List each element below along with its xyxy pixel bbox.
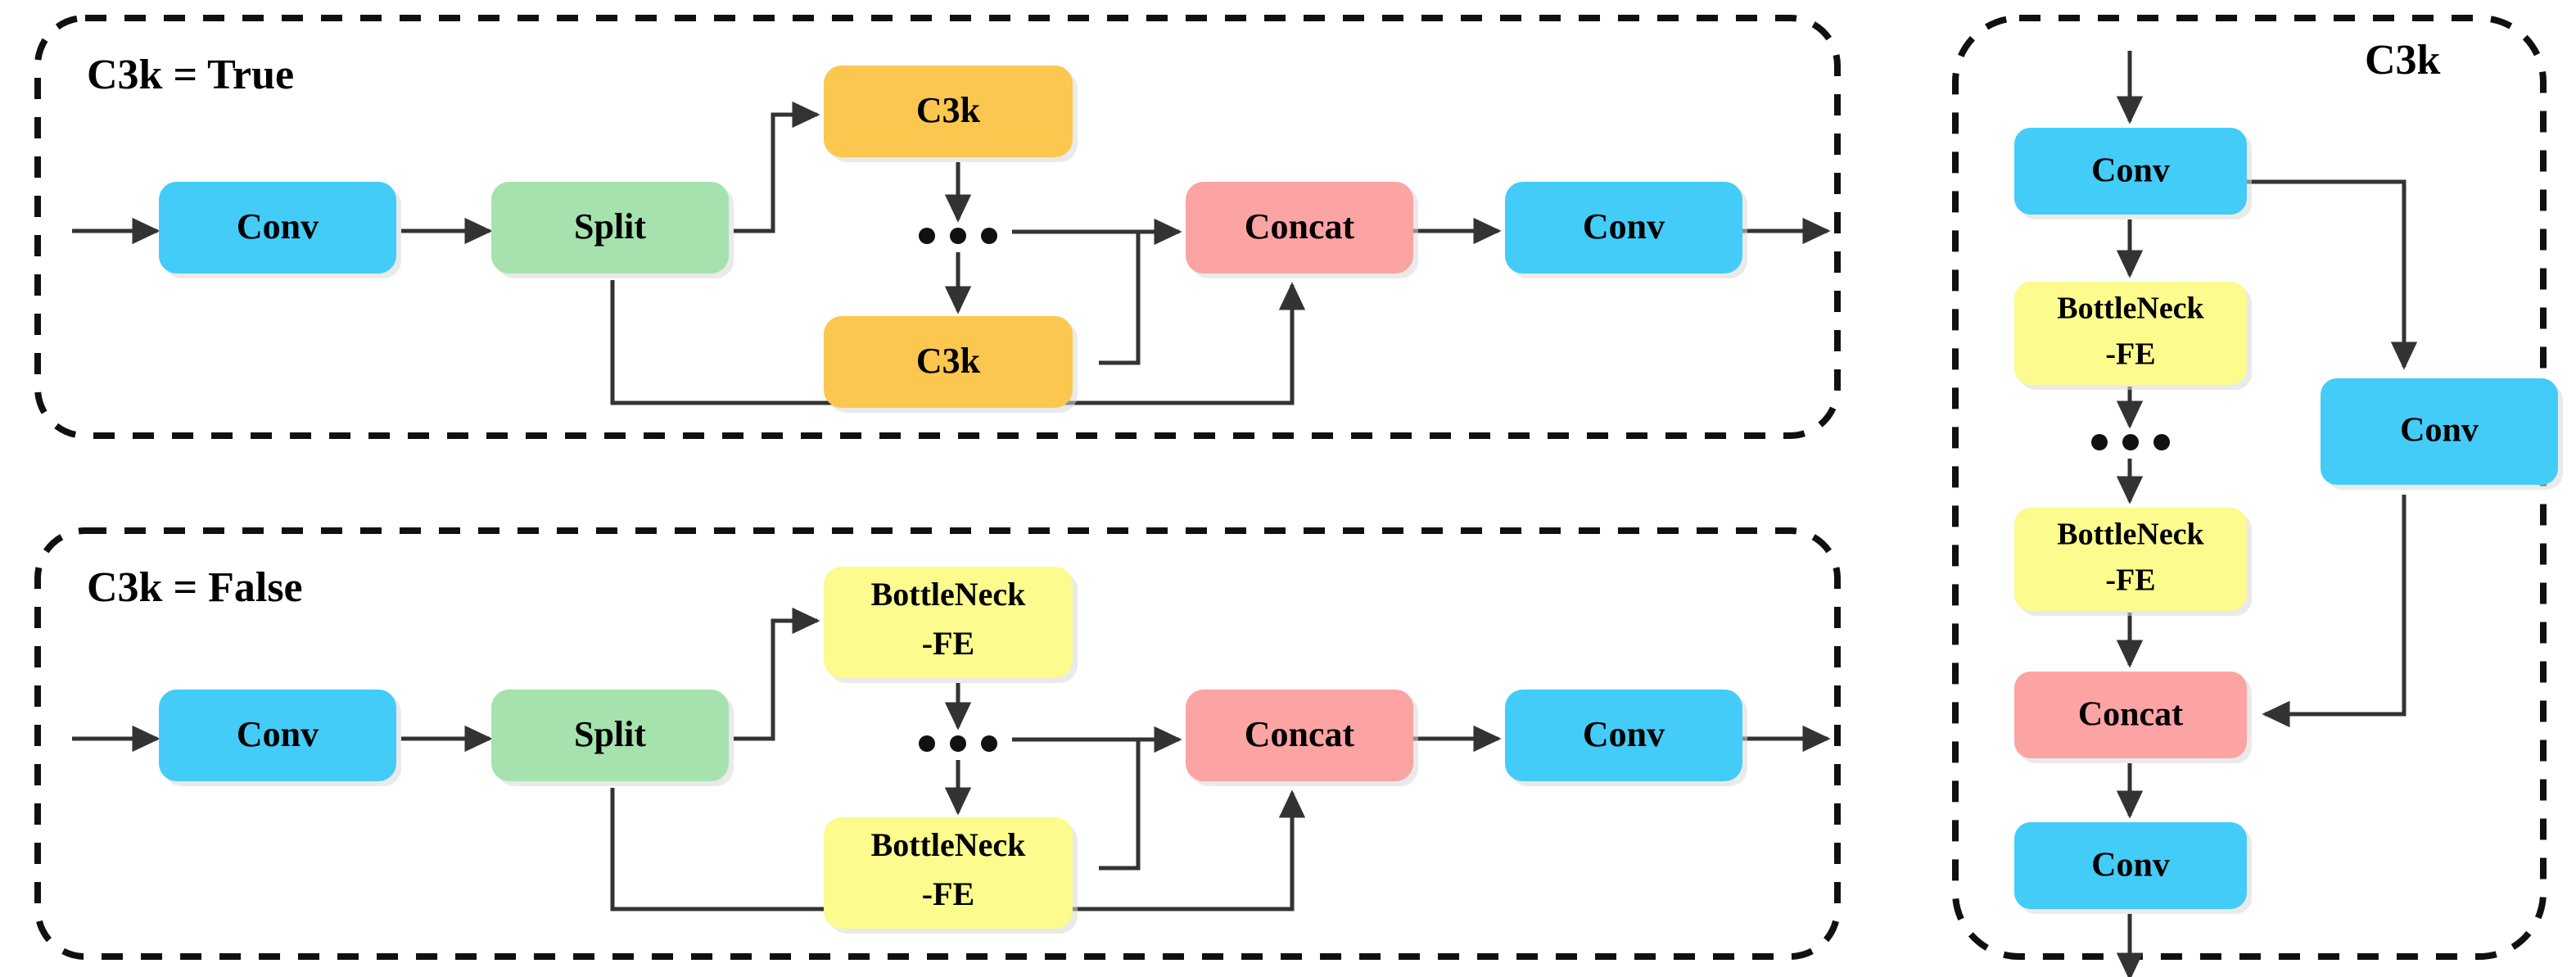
connectors-c3k-detail [2116,51,2418,977]
c3k-box [824,316,1073,408]
node-bottleneck-bottom-detail[interactable]: BottleNeck -FE [2014,508,2252,616]
ellipsis-c3k-detail [2091,434,2170,450]
ellipsis-dot [2153,434,2170,450]
node-conv-in-false[interactable]: Conv [159,690,401,786]
node-split-false[interactable]: Split [491,690,734,786]
concat-box [2014,672,2247,758]
bottleneck-box [824,817,1073,929]
edge-conv1-to-conv-branch [2247,179,2418,370]
concat-box [1186,182,1413,274]
ellipsis-dot [981,735,997,752]
conv-box [1505,690,1742,781]
panel-title-c3k-true: C3k = True [87,52,294,98]
node-label-line1: BottleNeck [2057,518,2204,552]
node-label-line2: -FE [2105,563,2155,598]
edge-c3k-bottom-to-concat [1099,232,1141,365]
panel-c3k-false: Conv Split BottleNeck -FE B [34,527,1841,960]
conv-box [159,182,396,274]
panel-border-c3k-true [34,15,1841,439]
node-concat-detail[interactable]: Concat [2014,672,2252,763]
c3k-box [824,66,1073,157]
node-label: C3k [916,90,981,130]
edge-split-to-bottleneck-top [734,607,820,741]
ellipsis-dot [950,735,966,752]
node-split-true[interactable]: Split [491,182,734,278]
conv-box [2014,822,2247,909]
edge-split-to-c3k-top [734,101,820,233]
edge-bottleneck-bottom-to-concat [1099,740,1141,871]
panel-c3k-detail: Conv BottleNeck -FE BottleNeck -FE [1952,15,2563,977]
node-label: Conv [1583,714,1665,754]
ellipsis-dot [2091,434,2108,450]
node-label: Concat [1245,714,1355,754]
node-bottleneck-top-detail[interactable]: BottleNeck -FE [2014,282,2252,390]
node-conv-branch-detail[interactable]: Conv [2321,378,2563,490]
conv-box [1505,182,1742,274]
node-label-line1: BottleNeck [2057,292,2204,326]
node-conv-in-true[interactable]: Conv [159,182,401,278]
bottleneck-box [824,567,1073,678]
node-concat-true[interactable]: Concat [1186,182,1418,278]
concat-box [1186,690,1413,781]
ellipsis-dot [919,735,935,752]
panel-border-c3k-false [34,527,1841,960]
node-label-line1: BottleNeck [871,576,1027,613]
node-conv-out-true[interactable]: Conv [1505,182,1747,278]
node-label: Conv [1583,206,1665,247]
node-label-line2: -FE [2105,337,2155,372]
node-label: Conv [237,714,319,754]
panel-title-c3k-false: C3k = False [87,564,303,611]
ellipsis-dot [2122,434,2139,450]
node-label: Conv [2091,847,2170,884]
node-bottleneck-bottom-false[interactable]: BottleNeck -FE [824,817,1078,934]
bottleneck-box [2014,508,2247,611]
node-bottleneck-top-false[interactable]: BottleNeck -FE [824,567,1078,683]
ellipsis-dot [981,228,997,244]
node-c3k-top[interactable]: C3k [824,66,1078,162]
node-concat-false[interactable]: Concat [1186,690,1418,786]
panel-title-c3k-detail: C3k [2365,37,2441,84]
bottleneck-box [2014,282,2247,385]
ellipsis-c3k-false [919,735,997,752]
node-label: Concat [1245,206,1355,247]
node-label-line2: -FE [922,625,974,662]
ellipsis-dot [950,228,966,244]
node-label-line1: BottleNeck [871,826,1027,863]
ellipsis-dot [919,228,935,244]
conv-box [2321,378,2558,485]
node-conv-out-detail[interactable]: Conv [2014,822,2252,914]
node-label: Conv [2400,412,2479,450]
panel-border-c3k-detail [1952,15,2547,960]
node-label: Split [574,206,646,247]
node-label: Split [574,714,646,754]
node-label-line2: -FE [922,875,974,912]
node-conv-1-detail[interactable]: Conv [2014,128,2252,219]
node-label: Conv [237,206,319,247]
node-c3k-bottom[interactable]: C3k [824,316,1078,413]
ellipsis-c3k-true [919,228,997,244]
split-box [491,182,729,274]
split-box [491,690,729,781]
panel-c3k-true: Conv Split C3k C3k [34,15,1841,439]
node-label: Concat [2078,696,2183,734]
node-label: Conv [2091,152,2170,190]
node-label: C3k [916,341,981,381]
edge-conv-branch-to-concat [2262,495,2407,728]
node-conv-out-false[interactable]: Conv [1505,690,1747,786]
conv-box [2014,128,2247,215]
conv-box [159,690,396,781]
